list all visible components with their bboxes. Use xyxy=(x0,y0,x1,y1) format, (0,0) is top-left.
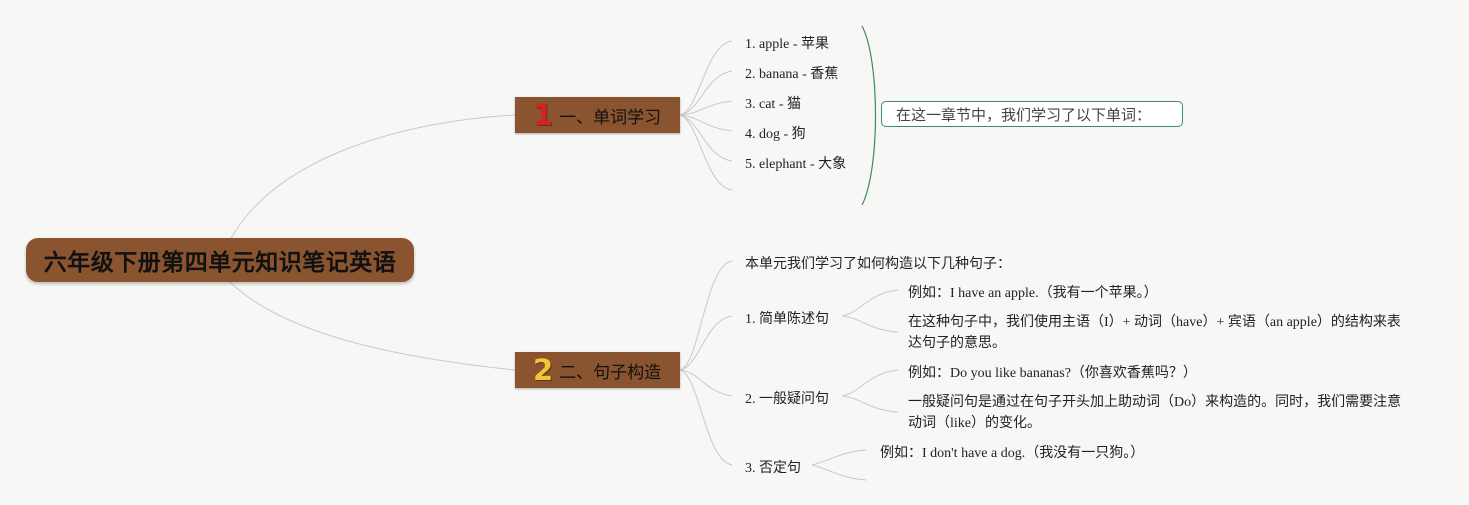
connector-detail-3a xyxy=(811,449,867,466)
root-node[interactable]: 六年级下册第四单元知识笔记英语 xyxy=(26,238,414,282)
connector-type-3 xyxy=(679,369,733,466)
summary-bracket xyxy=(861,25,877,206)
connector-intro xyxy=(679,260,733,371)
connector-type-2 xyxy=(679,369,733,397)
connector-detail-2b xyxy=(841,395,899,413)
word-item[interactable]: 1. apple - 苹果 xyxy=(745,37,829,52)
sentence-type-negative[interactable]: 3. 否定句 xyxy=(745,461,801,476)
connector-word-4 xyxy=(679,114,733,132)
sentence-detail[interactable]: 例如：I have an apple.（我有一个苹果。） xyxy=(908,286,1158,301)
sentence-detail[interactable]: 在这种句子中，我们使用主语（I）+ 动词（have）+ 宾语（an apple）… xyxy=(908,315,1401,351)
sentence-type-question[interactable]: 2. 一般疑问句 xyxy=(745,392,829,407)
sentence-type-declarative[interactable]: 1. 简单陈述句 xyxy=(745,312,829,327)
vocabulary-summary[interactable]: 在这一章节中，我们学习了以下单词： xyxy=(881,101,1183,127)
branch-sentences[interactable]: 2 二、句子构造 xyxy=(515,352,680,388)
connector-detail-2a xyxy=(841,369,899,397)
word-item[interactable]: 4. dog - 狗 xyxy=(745,127,806,142)
branch-number-2: 2 xyxy=(533,352,554,387)
branch-label: 一、单词学习 xyxy=(559,107,662,128)
word-item[interactable]: 5. elephant - 大象 xyxy=(745,157,847,172)
connector-detail-1b xyxy=(841,315,899,333)
connector-word-2 xyxy=(679,70,733,116)
sentence-intro[interactable]: 本单元我们学习了如何构造以下几种句子： xyxy=(745,257,1011,272)
word-item[interactable]: 3. cat - 猫 xyxy=(745,97,801,112)
connector-word-1 xyxy=(679,40,733,116)
connector-root-branch2 xyxy=(229,281,516,371)
connector-word-3 xyxy=(679,100,733,116)
branch-label: 二、句子构造 xyxy=(559,362,662,383)
word-item[interactable]: 2. banana - 香蕉 xyxy=(745,67,839,82)
connector-root-branch1 xyxy=(229,114,516,241)
sentence-detail[interactable]: 例如：Do you like bananas?（你喜欢香蕉吗？） xyxy=(908,366,1197,381)
connector-type-1 xyxy=(679,315,733,371)
connector-detail-1a xyxy=(841,289,899,317)
sentence-detail[interactable]: 一般疑问句是通过在句子开头加上助动词（Do）来构造的。同时，我们需要注意动词（l… xyxy=(908,395,1402,431)
root-title: 六年级下册第四单元知识笔记英语 xyxy=(43,250,397,276)
branch-vocabulary[interactable]: 1 一、单词学习 xyxy=(515,97,680,133)
summary-text: 在这一章节中，我们学习了以下单词： xyxy=(896,105,1152,124)
connector-word-5 xyxy=(679,114,733,162)
sentence-detail[interactable]: 例如：I don't have a dog.（我没有一只狗。） xyxy=(880,446,1145,461)
branch-number-1: 1 xyxy=(533,97,554,132)
connector-detail-3b xyxy=(811,464,867,481)
connector-word-6 xyxy=(679,114,733,191)
